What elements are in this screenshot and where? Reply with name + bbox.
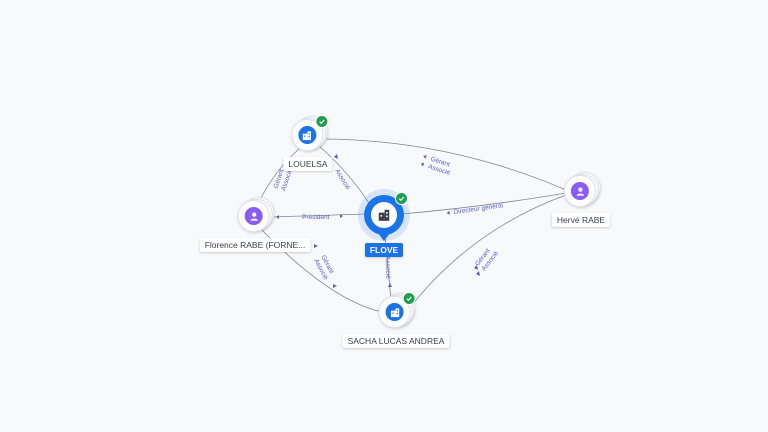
- person-icon: [571, 182, 589, 200]
- building-icon: [378, 209, 390, 221]
- arrow-louelsa-flove: [334, 154, 338, 159]
- edge-label-herve-louelsa: Gérant Associé: [420, 155, 451, 177]
- edge-herve-flove[interactable]: [401, 192, 567, 215]
- node-sacha-lucas-andrea[interactable]: SACHA LUCAS ANDREA: [342, 292, 450, 348]
- node-louelsa[interactable]: LOUELSA: [283, 115, 333, 171]
- edge-florence-flove[interactable]: [269, 213, 367, 218]
- verified-check-icon: [403, 292, 416, 305]
- node-label: LOUELSA: [283, 157, 333, 171]
- node-label: Florence RABE (FORNE...: [199, 238, 311, 252]
- arrow-florence-sacha: [314, 244, 318, 248]
- edge-label-herve-sacha: Gérant Associé: [474, 247, 500, 272]
- edge-herve-louelsa[interactable]: [323, 138, 567, 191]
- edge-label-flove-sacha: Associé: [384, 256, 392, 279]
- svg-text:Directeur général: Directeur général: [453, 202, 504, 216]
- edge-label-florence-sacha: Gérant Associé: [312, 254, 335, 281]
- verified-check-icon: [395, 192, 408, 205]
- edge-label-florence-flove: Président: [276, 214, 343, 221]
- node-label: Hervé RABE: [551, 213, 611, 227]
- svg-text:Président: Président: [302, 214, 330, 221]
- arrow-herve-sacha: [474, 265, 478, 270]
- node-flove[interactable]: FLOVE: [364, 192, 408, 257]
- edge-label-louelsa-flove: Associé: [333, 168, 351, 191]
- svg-text:Associé: Associé: [384, 256, 392, 279]
- node-florence-rabe[interactable]: Florence RABE (FORNE...: [199, 197, 311, 252]
- edge-florence-louelsa[interactable]: [259, 147, 301, 201]
- verified-check-icon: [315, 115, 328, 128]
- main-company-pin: [364, 192, 408, 235]
- arrow-herve-sacha-2: [476, 271, 480, 276]
- company-avatar: [379, 292, 416, 330]
- node-label: SACHA LUCAS ANDREA: [342, 334, 450, 348]
- person-avatar: [564, 172, 601, 209]
- person-icon: [244, 207, 263, 225]
- svg-text:Associé: Associé: [333, 168, 351, 191]
- building-icon: [298, 126, 316, 144]
- company-avatar: [291, 115, 328, 153]
- arrow-florence-sacha-2: [333, 284, 337, 288]
- node-label: FLOVE: [364, 243, 404, 257]
- edge-herve-sacha[interactable]: [407, 194, 567, 311]
- building-icon: [386, 303, 404, 321]
- node-herve-rabe[interactable]: Hervé RABE: [551, 172, 611, 227]
- person-avatar: [237, 197, 275, 234]
- arrow-flove-sacha: [388, 283, 392, 287]
- edge-label-herve-flove: Directeur général: [446, 202, 504, 216]
